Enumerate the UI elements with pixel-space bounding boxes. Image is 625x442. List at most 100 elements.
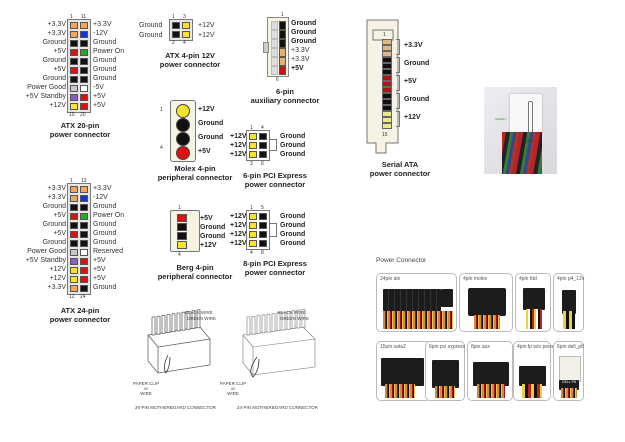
pin-number: 1 [160, 107, 163, 113]
gallery-card-8pin-aux: 8pin aux [467, 341, 513, 401]
pin-label: +5V [53, 230, 66, 237]
pin-label: Ground [200, 233, 226, 240]
pin-number: 12 [69, 294, 75, 300]
pin-label: Ground [291, 38, 317, 45]
gallery-card-6pin-pci-express: 6pin pci express [425, 341, 465, 401]
pcie6-left-labels: +12V+12V+12V [230, 132, 247, 159]
group-bracket [396, 39, 400, 55]
pin-row [247, 230, 269, 239]
connector-image [381, 358, 424, 386]
pin-label: +12V [49, 102, 66, 109]
title-line: power connector [369, 169, 431, 178]
group-label: +12V [404, 114, 421, 121]
pin-row [68, 284, 90, 293]
pin-number: 3 [250, 161, 253, 167]
pin [249, 240, 257, 247]
wires-image [561, 388, 577, 398]
pin-row [68, 185, 90, 194]
wires-image [435, 386, 455, 398]
green-wire-label: GREEN WIRE [187, 316, 217, 321]
pin-label: +5V [93, 102, 106, 109]
pin [176, 146, 190, 160]
group-label: Ground [404, 96, 430, 103]
pin-label: Ground [42, 203, 66, 210]
gallery-title: Power Connector [376, 257, 427, 264]
connector-image [441, 289, 453, 307]
pin-label: Ground [93, 221, 117, 228]
pin [80, 186, 88, 193]
pin [249, 142, 257, 149]
pin-blank [271, 48, 278, 57]
jumper-diagram-20pin: BLACK WIRE GREEN WIRE PAPER CLIP or WIRE… [130, 305, 230, 415]
pin [176, 104, 190, 118]
molex-title: Molex 4-pin peripheral connector [140, 164, 250, 182]
pin-label: Ground [93, 66, 117, 73]
connector-post [301, 309, 306, 328]
pin-number: 1 [383, 32, 386, 38]
card-caption: 24pin atx [380, 276, 401, 282]
connector-post [266, 313, 271, 333]
pin-label: Reserved [93, 248, 123, 255]
pin-number: 3 [183, 14, 186, 20]
pin-label: +5V [53, 48, 66, 55]
pin-label: +12V [230, 240, 247, 247]
pin-number: 11 [81, 14, 87, 20]
wires-image [477, 384, 505, 398]
pin-row [68, 30, 90, 39]
pin [177, 232, 187, 240]
gallery-card-4pin-molex: 4pin molex [459, 273, 513, 332]
gallery-card-4pin-fp: 4pin fp w/o power [513, 341, 556, 401]
pin [382, 93, 392, 99]
pin-label: +3.3V [93, 185, 112, 192]
pin-label: +12V [200, 242, 217, 249]
pin-blank [271, 21, 278, 30]
pin [177, 223, 187, 231]
paper-clip-label: PAPER CLIP or WIRE [130, 381, 162, 396]
pin-number: 2 [172, 40, 175, 46]
pin-row [68, 75, 90, 84]
paper-clip [528, 101, 533, 132]
wires-image [383, 311, 453, 329]
pin [70, 213, 78, 220]
pin-label: +12V [230, 133, 247, 140]
connector-post [251, 316, 256, 335]
atx20-housing [67, 19, 91, 113]
title-line: peripheral connector [157, 173, 233, 182]
pin-label: -5V [93, 84, 104, 91]
title-line: power connector [49, 315, 111, 324]
pin [279, 66, 286, 75]
pin [382, 51, 392, 57]
sata-title: Serial ATA power connector [350, 160, 450, 178]
latch [269, 139, 277, 151]
pin-label: Ground [93, 284, 117, 291]
pin [80, 31, 88, 38]
pin-number: 13 [81, 178, 87, 184]
connector-image [432, 360, 459, 388]
pin [382, 45, 392, 51]
atx4-diagram: 1 3 Ground Ground +12V +12V 2 4 ATX 4-pi… [135, 14, 245, 74]
pin-label: Power On [93, 48, 125, 55]
pin [80, 85, 88, 92]
sata-group: Ground [396, 56, 446, 73]
green-wire-label: GREEN WIRE [280, 316, 310, 321]
pin [279, 39, 286, 48]
pin-number: 4 [250, 250, 253, 256]
pin [80, 231, 88, 238]
atx4-housing [169, 19, 193, 41]
pin [80, 204, 88, 211]
pin-number: 4 [261, 125, 264, 131]
pin-label: +3.3V [47, 21, 67, 28]
group-bracket [396, 111, 400, 127]
pin-row [68, 239, 90, 248]
berg-housing [170, 210, 200, 252]
pin-label: Ground [139, 22, 163, 29]
berg-title: Berg 4-pin peripheral connector [140, 263, 250, 281]
pin [382, 39, 392, 45]
pin [80, 222, 88, 229]
jumper-diagram-24pin: BLACK WIRE GREEN WIRE PAPER CLIP or WIRE… [220, 305, 335, 415]
